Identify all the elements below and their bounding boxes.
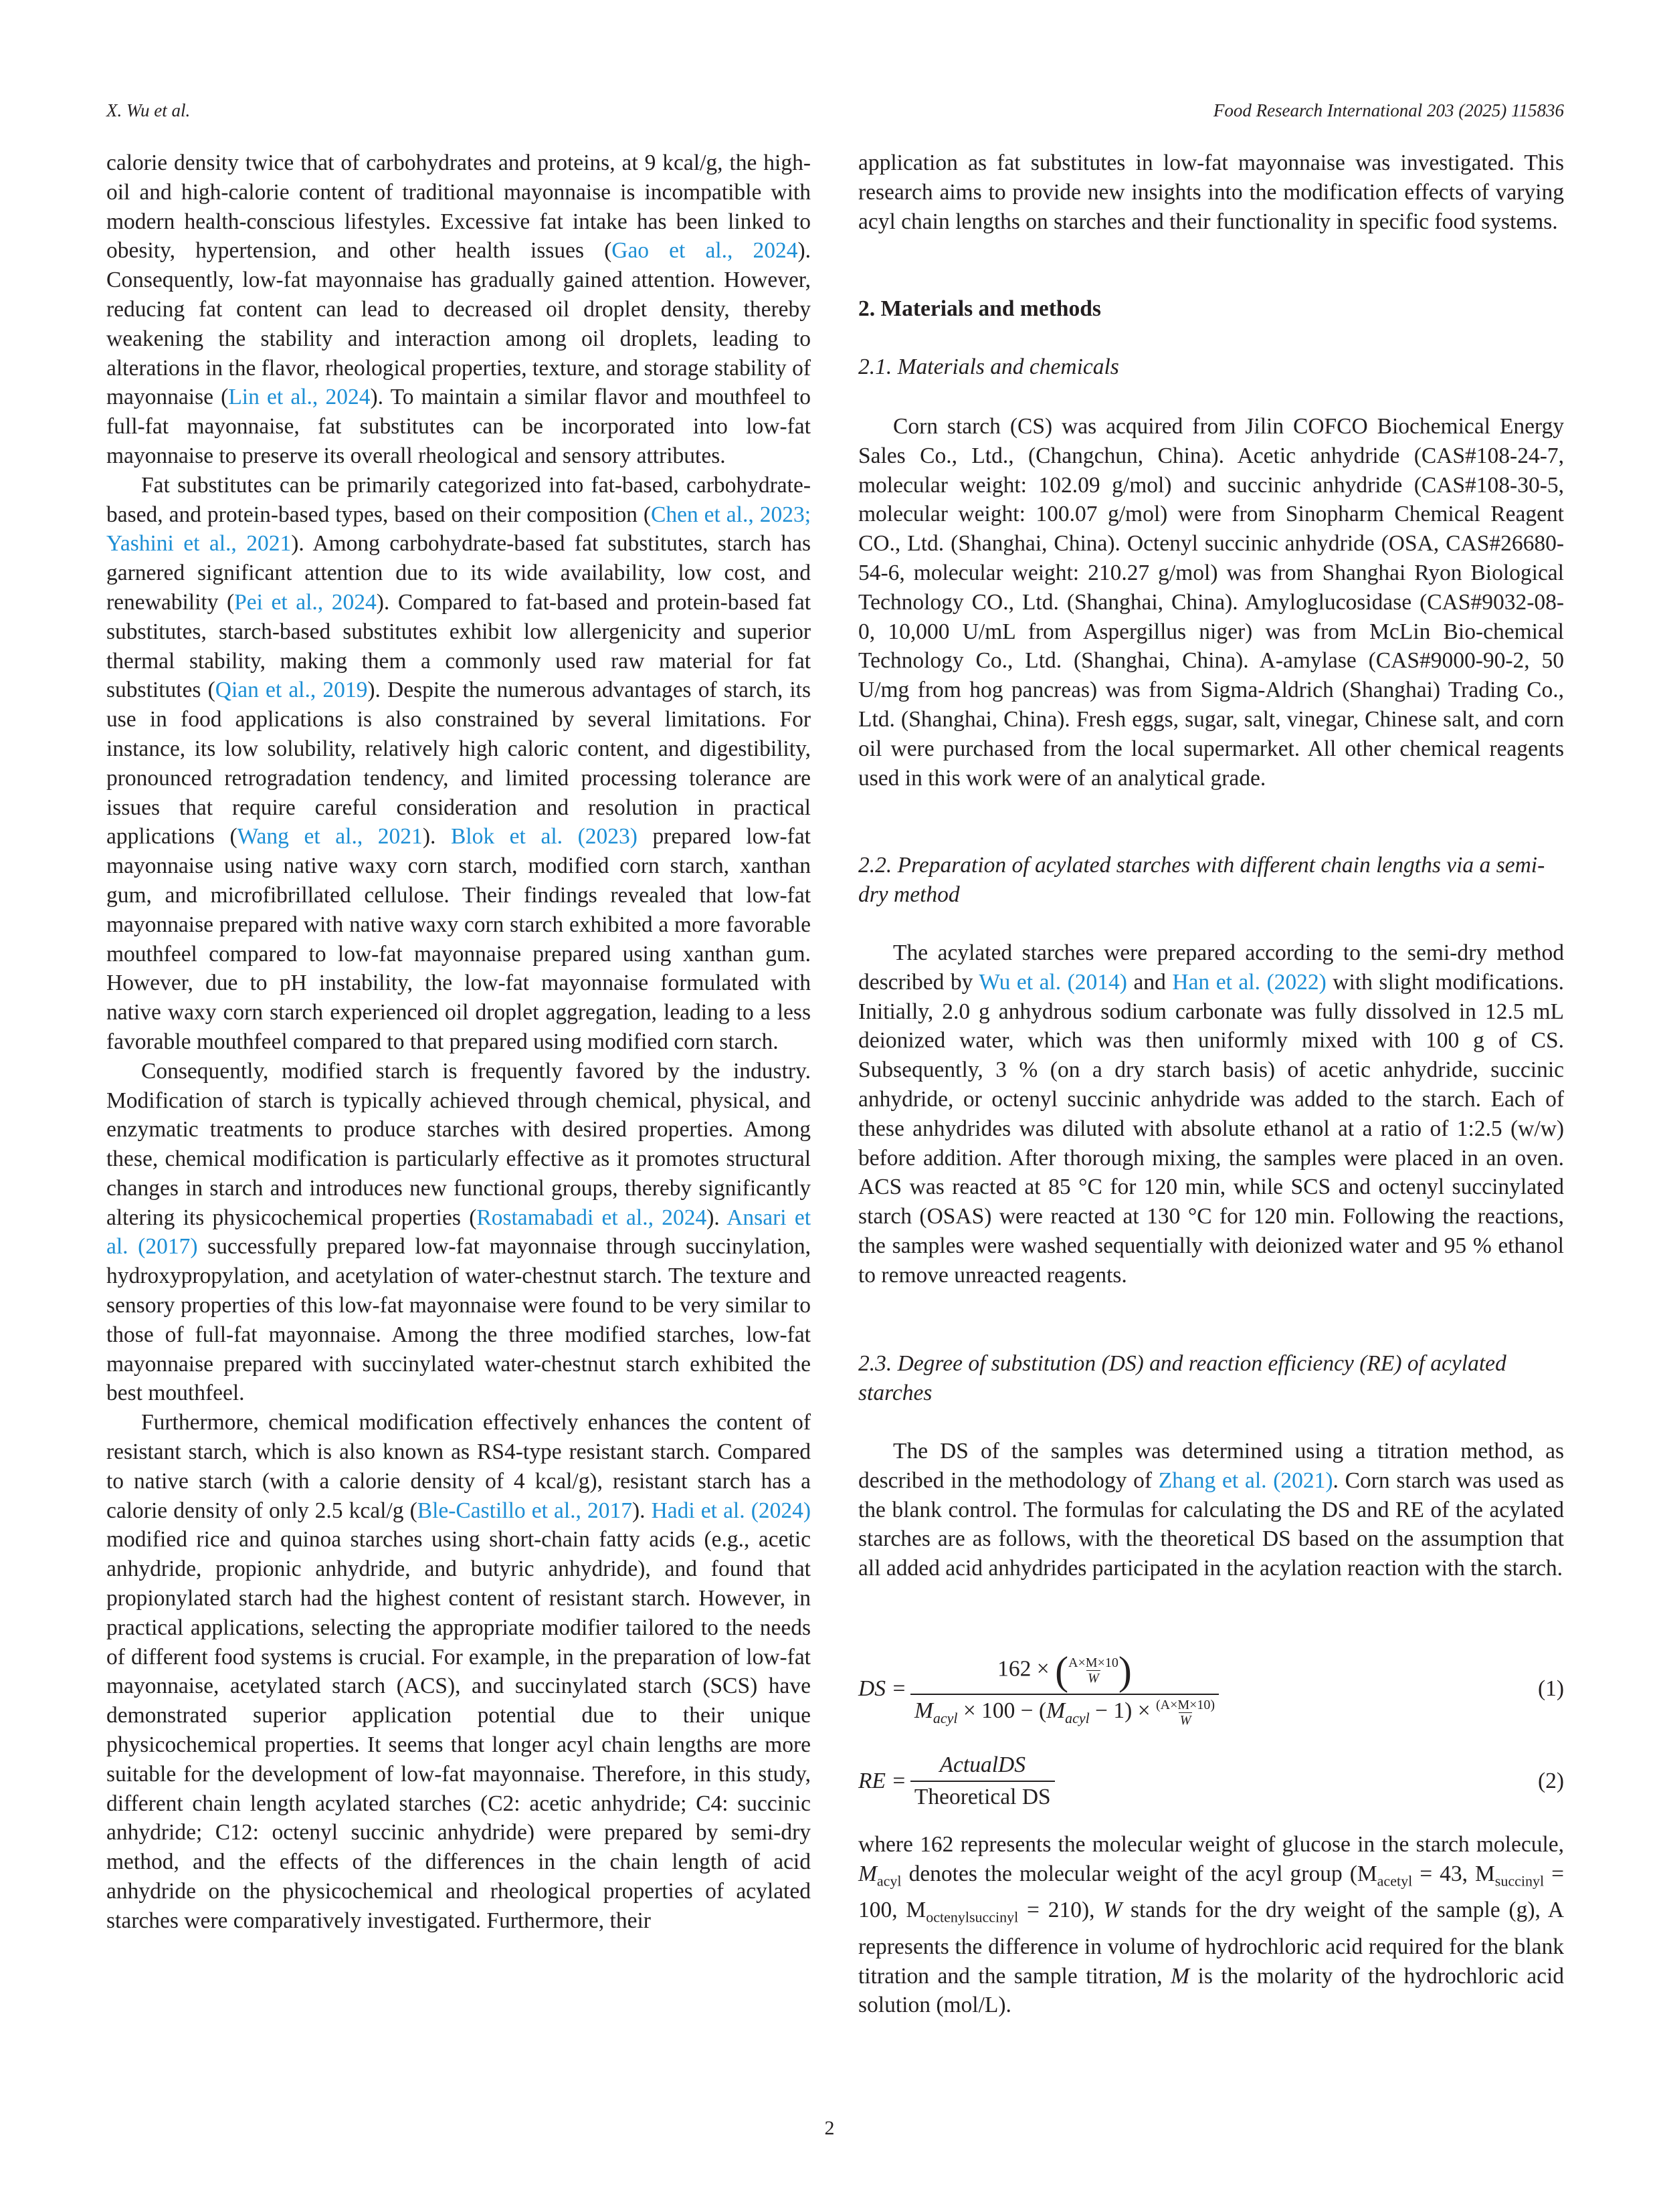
eq1-acyl2: acyl [1065,1709,1090,1726]
text-run: = 100, M [858,1861,1564,1923]
eq2-denominator: Theoretical DS [910,1780,1055,1810]
citation-link[interactable]: Gao et al., 2024 [611,238,798,264]
citation-link[interactable]: Ansari et al. (2017) [106,1205,811,1260]
eq1-inner-denominator: W [1086,1670,1100,1686]
text-run: stands for the dry weight of the sample … [858,1898,1564,1989]
paragraph: application as fat substitutes in low-fa… [858,148,1564,236]
text-run: calorie density twice that of carbohydra… [106,150,811,264]
paragraph: The acylated starches were prepared acco… [858,938,1564,1290]
text-run: Corn starch (CS) was acquired from Jilin… [858,414,1564,791]
subscript: acyl [876,1872,902,1890]
subsection-heading-2-1: 2.1. Materials and chemicals [858,355,1119,379]
page-number: 2 [824,2117,835,2139]
paragraph: Corn starch (CS) was acquired from Jilin… [858,412,1564,793]
citation-link[interactable]: Han et al. (2022) [1172,969,1327,995]
eq1-den-c: − 1 [1095,1698,1125,1723]
text-run: ). Compared to fat-based and protein-bas… [106,589,811,703]
paragraph: where 162 represents the molecular weigh… [858,1830,1564,2020]
text-run: ). [422,824,451,849]
text-run: and [1127,969,1173,995]
eq1-inner2-numerator: (A×M×10) [1155,1697,1215,1712]
citation-link[interactable]: Zhang et al. (2021) [1158,1468,1333,1493]
subsection-heading-2-2: 2.2. Preparation of acylated starches wi… [858,853,1545,907]
text-run: with slight modifications. Initially, 2.… [858,969,1564,1288]
subscript: succinyl [1494,1872,1545,1890]
subscript: acetyl [1377,1872,1413,1890]
subscript: octenylsuccinyl [926,1908,1019,1926]
text-run: = 43, M [1412,1861,1495,1886]
text-run: The acylated starches were prepared acco… [858,940,1564,995]
equation-2: RE = ActualDS Theoretical DS (2) [858,1749,1564,1813]
text-run: denotes the molecular weight of the acyl… [901,1861,1377,1886]
eq1-den-b: × 100 − [963,1698,1034,1723]
text-run: application as fat substitutes in low-fa… [858,150,1564,234]
paragraph: Consequently, modified starch is frequen… [106,1057,811,1409]
left-column: calorie density twice that of carbohydra… [106,148,811,1936]
text-run: modified rice and quinoa starches using … [106,1527,811,1933]
citation-link[interactable]: Hadi et al. (2024) [651,1498,811,1523]
intro-conclusion-paragraph: application as fat substitutes in low-fa… [858,148,1564,236]
running-header-journal: Food Research International 203 (2025) 1… [1213,100,1564,120]
variables-paragraph: where 162 represents the molecular weigh… [858,1830,1564,2020]
citation-link[interactable]: Wu et al. (2014) [979,969,1127,995]
text-run: ). [631,1498,652,1523]
ds-paragraph: The DS of the samples was determined usi… [858,1437,1564,1583]
text-run: ). Among carbohydrate-based fat substitu… [106,531,811,615]
citation-link[interactable]: Qian et al., 2019 [215,678,368,703]
eq1-acyl: acyl [933,1709,958,1726]
math-variable: M [858,1861,877,1886]
preparation-paragraph: The acylated starches were prepared acco… [858,938,1564,1290]
text-run: ). Consequently, low-fat mayonnaise has … [106,238,811,410]
text-run: Furthermore, chemical modification effec… [106,1410,811,1523]
text-run: The DS of the samples was determined usi… [858,1439,1564,1493]
section-heading-materials-methods: 2. Materials and methods [858,296,1101,321]
eq1-m2: M [1046,1698,1066,1723]
eq2-fraction: ActualDS Theoretical DS [910,1752,1055,1810]
citation-link[interactable]: Lin et al., 2024 [228,385,371,410]
eq1-inner2-denominator: W [1178,1712,1193,1728]
text-run: ). Despite the numerous advantages of st… [106,678,811,849]
paragraph: Furthermore, chemical modification effec… [106,1408,811,1935]
eq1-lhs: DS = [858,1676,906,1701]
paragraph: The DS of the samples was determined usi… [858,1437,1564,1583]
eq1-m: M [914,1698,933,1723]
paragraph: calorie density twice that of carbohydra… [106,148,811,471]
eq1-number: (1) [1537,1676,1564,1701]
materials-paragraph: Corn starch (CS) was acquired from Jilin… [858,412,1564,793]
subsection-heading-2-3: 2.3. Degree of substitution (DS) and rea… [858,1351,1506,1405]
text-run: . Corn starch was used as the blank cont… [858,1468,1564,1581]
citation-link[interactable]: Pei et al., 2024 [234,589,377,615]
text-run: where 162 represents the molecular weigh… [858,1832,1564,1857]
text-run: ). [706,1205,727,1230]
text-run: Fat substitutes can be primarily categor… [106,472,811,527]
math-variable: M [1171,1963,1190,1989]
text-run: = 210), [1018,1898,1104,1923]
citation-link[interactable]: Blok et al. (2023) [450,824,638,849]
citation-link[interactable]: Rostamabadi et al., 2024 [476,1205,707,1230]
math-variable: W [1103,1898,1123,1923]
text-run: ). To maintain a similar flavor and mout… [106,385,811,468]
running-header-authors: X. Wu et al. [106,100,191,120]
text-run: successfully prepared low-fat mayonnaise… [106,1234,811,1406]
eq2-lhs: RE = [858,1768,906,1793]
eq1-inner-numerator: A×M×10 [1068,1655,1118,1670]
text-run: Consequently, modified starch is frequen… [106,1058,811,1230]
paragraph: Fat substitutes can be primarily categor… [106,471,811,1057]
eq1-numerator-a: 162 × [997,1656,1050,1682]
citation-link[interactable]: Chen et al., 2023; Yashini et al., 2021 [106,502,811,557]
citation-link[interactable]: Ble-Castillo et al., 2017 [417,1498,632,1523]
text-run: prepared low-fat mayonnaise using native… [106,824,811,1054]
eq1-den-d: × [1137,1698,1151,1723]
eq2-number: (2) [1537,1768,1564,1793]
eq2-numerator: ActualDS [939,1752,1026,1777]
citation-link[interactable]: Wang et al., 2021 [237,824,423,849]
text-run: is the molarity of the hydrochloric acid… [858,1963,1564,2018]
